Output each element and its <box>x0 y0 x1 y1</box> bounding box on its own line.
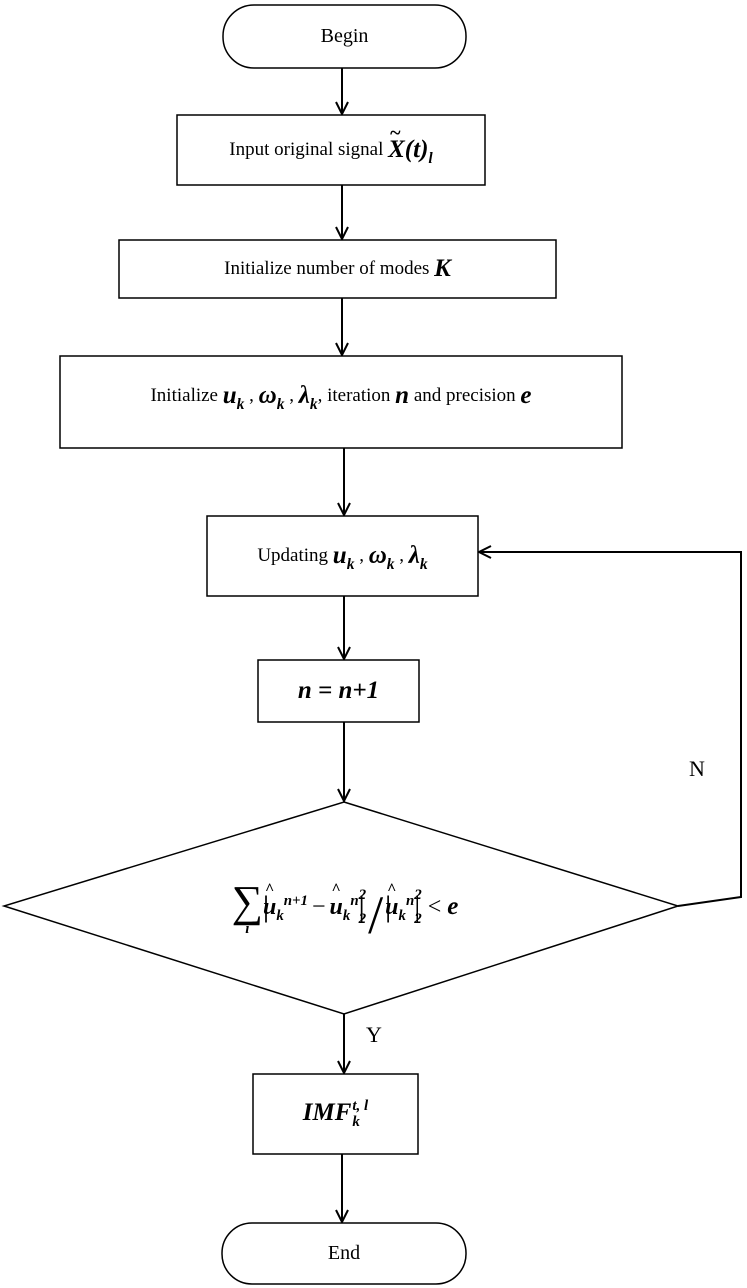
edge-label-no: N <box>689 756 705 781</box>
omega-k-symbol: ωk <box>258 382 285 413</box>
update-box <box>206 515 479 597</box>
input-signal-box <box>176 114 486 186</box>
input-signal-text: Input original signal <box>229 139 384 160</box>
end-text: End <box>327 1242 361 1264</box>
update-u-k-symbol: uk <box>332 542 355 573</box>
precision-e: e <box>447 893 459 920</box>
edge-label-yes: Y <box>366 1022 382 1047</box>
init-modes-label: Initialize number of modes K <box>119 240 556 298</box>
condition-label: ∑ i || ukn+1 − ukn || 22 / || ukn || 22 … <box>150 862 540 952</box>
end-terminal <box>221 1222 467 1285</box>
update-label: Updating uk , ωk , λk <box>257 542 428 573</box>
u-k-symbol: uk <box>222 382 245 413</box>
end-label: End <box>222 1223 466 1284</box>
imf-output-box <box>252 1073 419 1155</box>
less-than-sign: < <box>427 893 442 920</box>
arrow-decision-no-loop <box>480 552 742 907</box>
n-symbol: n <box>395 382 410 409</box>
update-prefix: Updating <box>257 545 329 566</box>
init-params-middle: , iteration <box>317 385 391 406</box>
init-modes-box <box>118 239 557 299</box>
condition-formula: ∑ i || ukn+1 − ukn || 22 / || ukn || 22 … <box>231 876 459 945</box>
begin-text: Begin <box>320 25 369 47</box>
init-params-suffix: and precision <box>413 385 516 406</box>
sum-symbol: ∑ <box>231 876 263 926</box>
update-lambda-k-symbol: λk <box>408 542 428 573</box>
init-params-prefix: Initialize <box>150 385 218 406</box>
begin-terminal <box>222 4 467 69</box>
u-hat-n-denominator: ukn <box>385 881 414 923</box>
modes-symbol: K <box>434 255 451 282</box>
increment-box <box>257 659 420 723</box>
lambda-k-symbol: λk <box>298 382 318 413</box>
init-modes-text: Initialize number of modes <box>224 258 430 279</box>
division-slash: / <box>368 885 384 945</box>
signal-symbol: X(t)l <box>388 122 433 166</box>
increment-label: n = n+1 <box>258 660 419 722</box>
input-signal-label: Input original signal X(t)l <box>177 115 485 185</box>
u-hat-n1: ukn+1 <box>263 881 308 923</box>
begin-label: Begin <box>223 5 466 68</box>
init-params-box <box>59 355 623 449</box>
e-symbol: e <box>520 382 532 409</box>
init-params-label: Initialize uk , ωk , λk , iteration n an… <box>150 382 532 413</box>
minus-sign: − <box>311 893 326 920</box>
u-hat-n: ukn <box>330 881 359 923</box>
increment-formula: n = n+1 <box>297 677 380 704</box>
sum-index: i <box>245 920 250 937</box>
update-omega-k-symbol: ωk <box>368 542 395 573</box>
